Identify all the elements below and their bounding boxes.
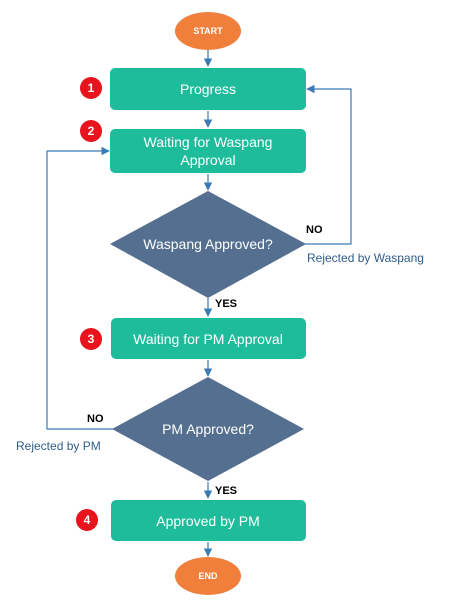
end-label: END <box>198 571 218 581</box>
waspang-yes-label: YES <box>215 298 237 310</box>
step-badge-1-label: 1 <box>88 81 95 95</box>
progress-label: Progress <box>180 81 236 97</box>
waspang-decision: Waspang Approved? <box>110 191 306 298</box>
approved-pm-node: Approved by PM <box>111 500 306 541</box>
step-badge-3: 3 <box>80 328 102 350</box>
waiting-waspang-node: Waiting for Waspang Approval <box>110 129 306 173</box>
pm-rejected-note: Rejected by PM <box>16 439 101 453</box>
waspang-decision-label: Waspang Approved? <box>143 236 273 252</box>
approved-pm-label: Approved by PM <box>156 513 260 529</box>
edge-waspang-no-loop <box>300 84 352 245</box>
end-terminal: END <box>175 557 241 595</box>
pm-yes-label: YES <box>215 485 237 497</box>
step-badge-4: 4 <box>76 509 98 531</box>
step-badge-2-label: 2 <box>88 124 95 138</box>
start-label: START <box>193 26 223 36</box>
step-badge-2: 2 <box>80 120 102 142</box>
waspang-no-label: NO <box>306 224 323 236</box>
waiting-pm-label: Waiting for PM Approval <box>133 331 283 347</box>
waiting-pm-node: Waiting for PM Approval <box>111 318 306 359</box>
pm-decision-label: PM Approved? <box>162 421 254 437</box>
step-badge-4-label: 4 <box>84 513 91 527</box>
waiting-waspang-label-line2: Approval <box>180 152 235 168</box>
step-badge-1: 1 <box>80 77 102 99</box>
waspang-rejected-note: Rejected by Waspang <box>307 251 424 265</box>
start-terminal: START <box>175 12 241 50</box>
edge-pm-no-loop <box>46 146 113 430</box>
pm-decision: PM Approved? <box>112 377 304 481</box>
pm-no-label: NO <box>87 413 104 425</box>
edges <box>46 50 352 557</box>
progress-node: Progress <box>110 68 306 110</box>
step-badge-3-label: 3 <box>88 332 95 346</box>
waiting-waspang-label-line1: Waiting for Waspang <box>144 134 273 150</box>
